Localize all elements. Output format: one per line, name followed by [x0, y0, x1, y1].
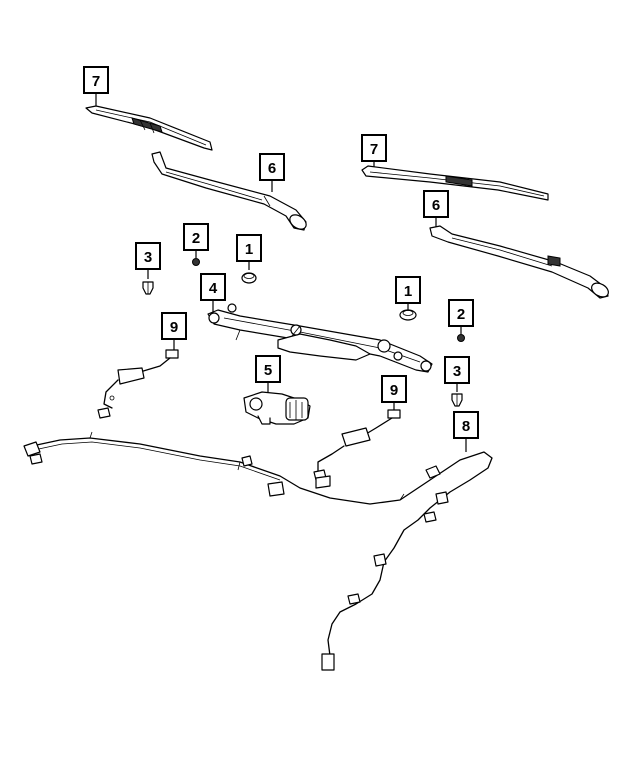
svg-text:2: 2 — [457, 306, 465, 323]
callout-7-left[interactable]: 7 — [83, 66, 109, 108]
svg-text:2: 2 — [192, 230, 200, 247]
svg-text:8: 8 — [462, 418, 470, 435]
wiper-motor[interactable] — [243, 391, 311, 425]
wiper-linkage[interactable] — [207, 303, 433, 373]
callout-6-right[interactable]: 6 — [423, 190, 449, 228]
callout-2-right[interactable]: 2 — [448, 299, 474, 334]
cap-1-right[interactable] — [399, 309, 417, 321]
callout-3-left[interactable]: 3 — [135, 242, 161, 279]
svg-text:9: 9 — [390, 382, 398, 399]
callout-6-left[interactable]: 6 — [259, 153, 285, 192]
nut-2-left[interactable] — [192, 258, 200, 266]
callout-9-right[interactable]: 9 — [381, 375, 407, 410]
callout-9-left[interactable]: 9 — [161, 312, 187, 350]
callout-label: 7 — [92, 73, 100, 90]
callout-4[interactable]: 4 — [200, 273, 226, 314]
callout-7-right[interactable]: 7 — [361, 134, 387, 170]
nut-3-left[interactable] — [142, 281, 154, 295]
callout-2-left[interactable]: 2 — [183, 223, 209, 258]
callout-1-left[interactable]: 1 — [236, 234, 262, 270]
svg-text:6: 6 — [268, 160, 276, 177]
svg-text:5: 5 — [264, 362, 272, 379]
svg-text:1: 1 — [245, 241, 253, 258]
svg-text:4: 4 — [209, 280, 218, 297]
cap-1-left[interactable] — [241, 272, 257, 284]
wiper-blade-right[interactable] — [361, 165, 549, 201]
svg-text:7: 7 — [370, 141, 378, 158]
svg-text:9: 9 — [170, 319, 178, 336]
nut-2-right[interactable] — [457, 334, 465, 342]
callout-1-right[interactable]: 1 — [395, 276, 421, 310]
washer-hose-harness[interactable] — [23, 431, 493, 671]
callout-3-right[interactable]: 3 — [444, 356, 470, 392]
svg-text:3: 3 — [144, 249, 152, 266]
callout-8[interactable]: 8 — [453, 411, 479, 452]
wiper-blade-left[interactable] — [85, 105, 213, 151]
svg-text:1: 1 — [404, 283, 412, 300]
svg-text:3: 3 — [453, 363, 461, 380]
nut-3-right[interactable] — [451, 393, 463, 407]
washer-nozzle-left[interactable] — [97, 349, 179, 419]
callout-5[interactable]: 5 — [255, 355, 281, 392]
svg-text:6: 6 — [432, 197, 440, 214]
wiper-arm-left[interactable] — [151, 151, 309, 232]
washer-nozzle-right[interactable] — [313, 409, 401, 481]
wiper-arm-right[interactable] — [429, 225, 611, 300]
